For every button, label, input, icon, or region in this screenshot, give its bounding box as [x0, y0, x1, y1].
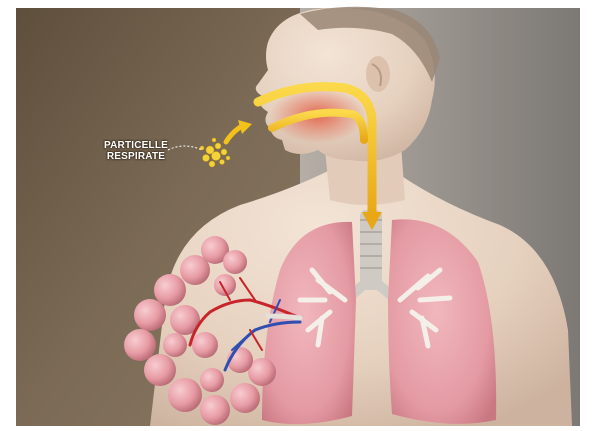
ear — [366, 56, 390, 92]
particles-label: PARTICELLE RESPIRATE — [96, 140, 176, 162]
particles-label-line1: PARTICELLE — [96, 140, 176, 151]
particles-label-line2: RESPIRATE — [96, 151, 176, 162]
